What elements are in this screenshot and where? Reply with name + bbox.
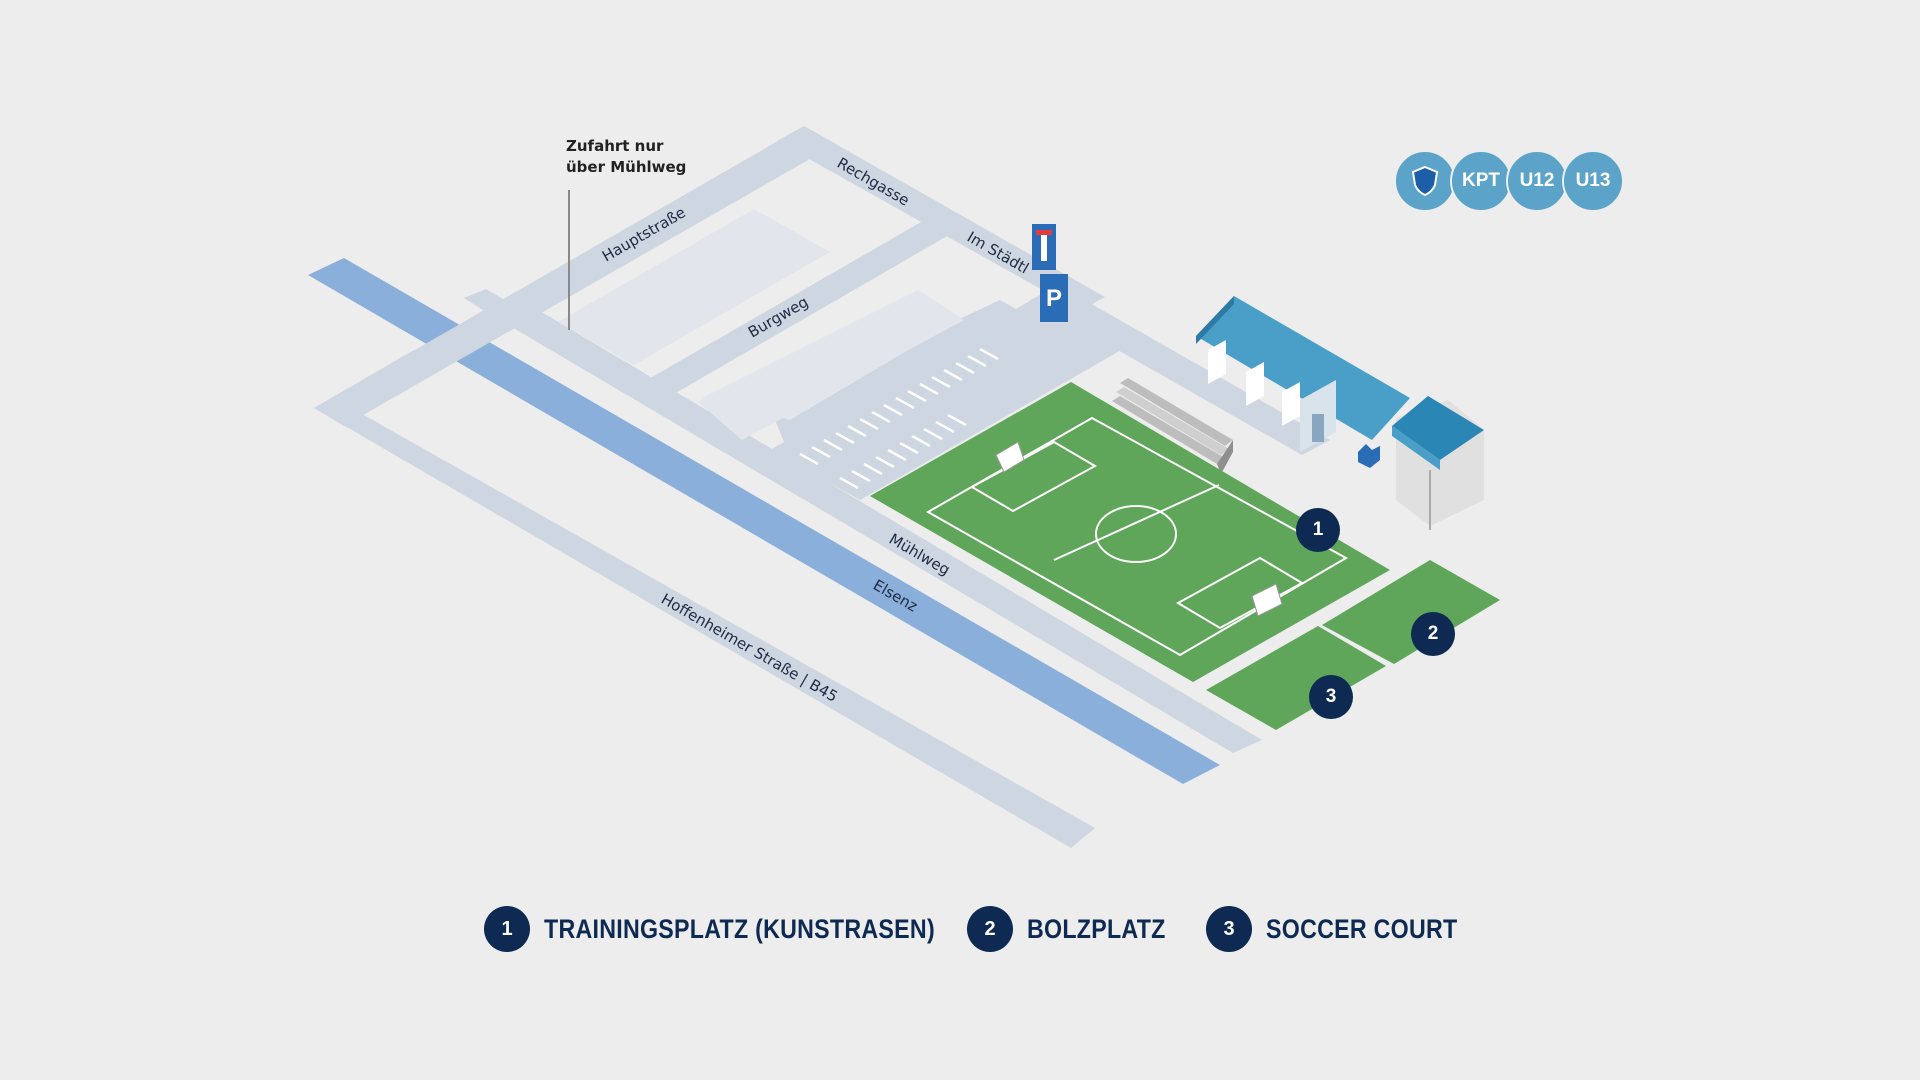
legend-num-2: 2: [967, 906, 1013, 952]
goal-left: [995, 441, 1025, 473]
access-note-line1: Zufahrt nur: [566, 137, 664, 155]
legend-num-1: 1: [484, 906, 530, 952]
shield-icon: [1411, 165, 1439, 197]
parking-lot: [770, 295, 1130, 500]
block-upper: [558, 209, 830, 365]
pitch-3: [1206, 626, 1386, 730]
stands: [1112, 378, 1233, 474]
river-elsenz: [308, 258, 1220, 784]
legend-item-3: 3 SOCCER COURT: [1206, 905, 1489, 953]
road-connector-right: [1030, 286, 1330, 455]
parking-sign-icon: P: [1040, 274, 1068, 322]
dead-end-icon: [1032, 224, 1056, 270]
legend-label-2: BOLZPLATZ: [1027, 913, 1166, 944]
field-marker-2: 2: [1411, 612, 1455, 656]
field-marker-1: 1: [1296, 508, 1340, 552]
parking-stripes: [799, 347, 999, 490]
road-burgweg: [640, 210, 968, 398]
pitch-1-lines: [925, 416, 1349, 657]
road-connector: [464, 289, 508, 312]
pitch-2: [1322, 560, 1500, 664]
parking-sign-label: P: [1046, 285, 1062, 312]
badge-kpt: KPT: [1450, 150, 1512, 212]
road-hauptstrasse: [314, 126, 836, 426]
legend-item-2: 2 BOLZPLATZ: [967, 905, 1188, 953]
block-lower-2: [702, 290, 962, 420]
legend-label-1: TRAININGSPLATZ (KUNSTRASEN): [544, 913, 935, 944]
road-hoffenheimer: [314, 350, 1095, 848]
clubhouse: [1196, 296, 1484, 530]
legend: 1 TRAININGSPLATZ (KUNSTRASEN) 2 BOLZPLAT…: [0, 905, 1920, 955]
legend-label-3: SOCCER COURT: [1266, 913, 1458, 944]
badge-club: [1394, 150, 1456, 212]
badge-u13: U13: [1562, 150, 1624, 212]
label-hoffenheimer: Hoffenheimer Straße | B45: [658, 590, 841, 706]
goal-right: [1251, 583, 1283, 617]
legend-num-3: 3: [1206, 906, 1252, 952]
field-marker-3: 3: [1309, 675, 1353, 719]
club-logo-icon: [1358, 444, 1380, 468]
legend-item-1: 1 TRAININGSPLATZ (KUNSTRASEN): [484, 905, 999, 953]
road-muehlweg: [500, 304, 1262, 753]
access-note: Zufahrt nur über Mühlweg: [566, 136, 686, 178]
access-note-line2: über Mühlweg: [566, 158, 687, 176]
badge-u12: U12: [1506, 150, 1568, 212]
